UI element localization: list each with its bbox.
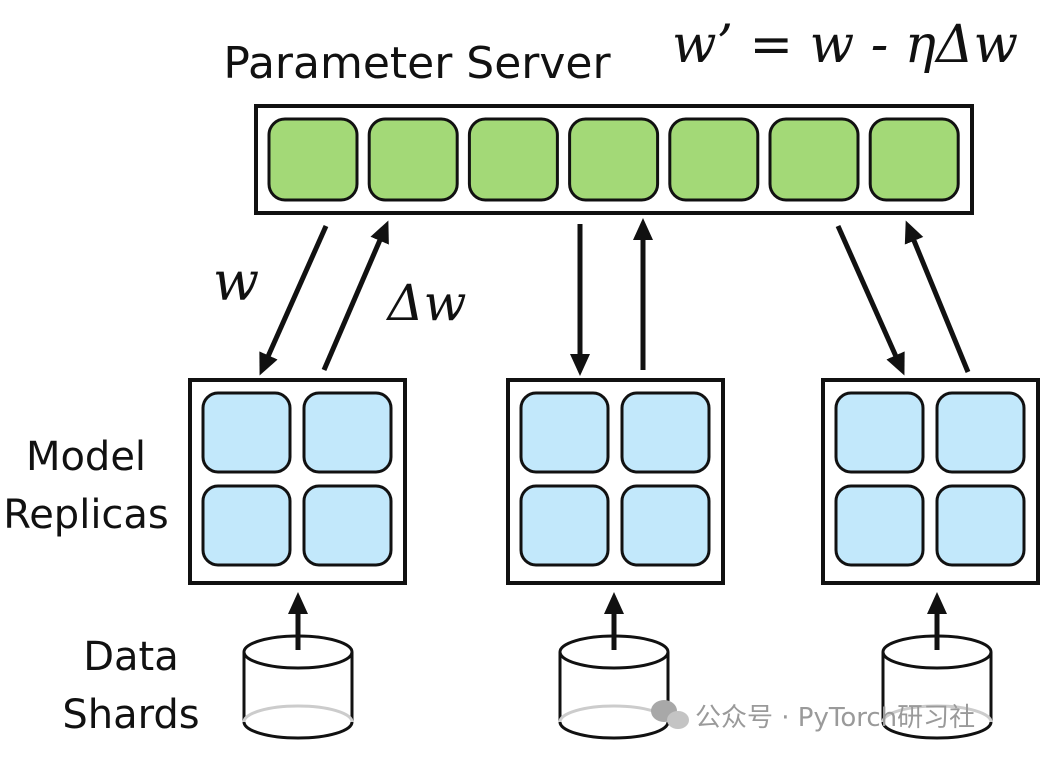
arrow-pull-weights-1: [259, 224, 329, 376]
model-replica-cell: [302, 391, 393, 474]
parameter-cell: [267, 117, 359, 202]
model-replica-cell: [620, 484, 711, 567]
model-replica-cell: [834, 484, 925, 567]
data-shards: [242, 592, 993, 740]
data-shards-label-line1: Data: [83, 634, 179, 680]
update-formula: w’ = w - ηΔw: [672, 15, 1018, 75]
communication-arrows: [259, 218, 971, 376]
model-replica: [506, 378, 725, 585]
model-replica-cell: [834, 391, 925, 474]
weights-label: w: [213, 250, 259, 313]
diagram-title: Parameter Server: [223, 38, 611, 89]
parameter-server-cells: [267, 117, 960, 202]
model-replicas-label-line1: Model: [26, 434, 146, 480]
model-replica-cell: [201, 391, 292, 474]
parameter-cell: [868, 117, 960, 202]
model-replicas-label-line2: Replicas: [3, 492, 169, 538]
parameter-cell: [467, 117, 559, 202]
watermark-text: 公众号 · PyTorch研习社: [695, 703, 975, 733]
data-shard-body: [242, 652, 354, 740]
model-replica: [188, 378, 407, 585]
parameter-cell: [367, 117, 459, 202]
arrow-push-gradients-3: [904, 220, 971, 373]
model-replica-cell: [519, 484, 610, 567]
parameter-cell: [568, 117, 660, 202]
data-shard-body: [881, 652, 993, 740]
model-replica-cell: [935, 391, 1026, 474]
model-replica-cell: [302, 484, 393, 567]
model-replica-cell: [519, 391, 610, 474]
data-shard: [881, 592, 993, 740]
parameter-server: [254, 104, 974, 215]
model-replica-cell: [935, 484, 1026, 567]
watermark: 公众号 · PyTorch研习社: [651, 700, 975, 733]
parameter-cell: [668, 117, 760, 202]
parameter-cell: [768, 117, 860, 202]
model-replicas: [188, 378, 1040, 585]
model-replica: [821, 378, 1040, 585]
arrow-push-gradients-1: [321, 220, 389, 371]
data-shards-label-line2: Shards: [62, 692, 199, 738]
arrow-pull-weights-3: [835, 224, 905, 376]
wechat-icon: [651, 700, 689, 729]
gradients-label: Δw: [386, 274, 467, 332]
data-shard-inner-ring: [242, 704, 354, 723]
data-shard-inner-ring: [881, 704, 993, 723]
data-shard: [558, 592, 670, 740]
data-shard-body: [558, 652, 670, 740]
data-shard: [242, 592, 354, 740]
model-replica-cell: [201, 484, 292, 567]
model-replica-cell: [620, 391, 711, 474]
